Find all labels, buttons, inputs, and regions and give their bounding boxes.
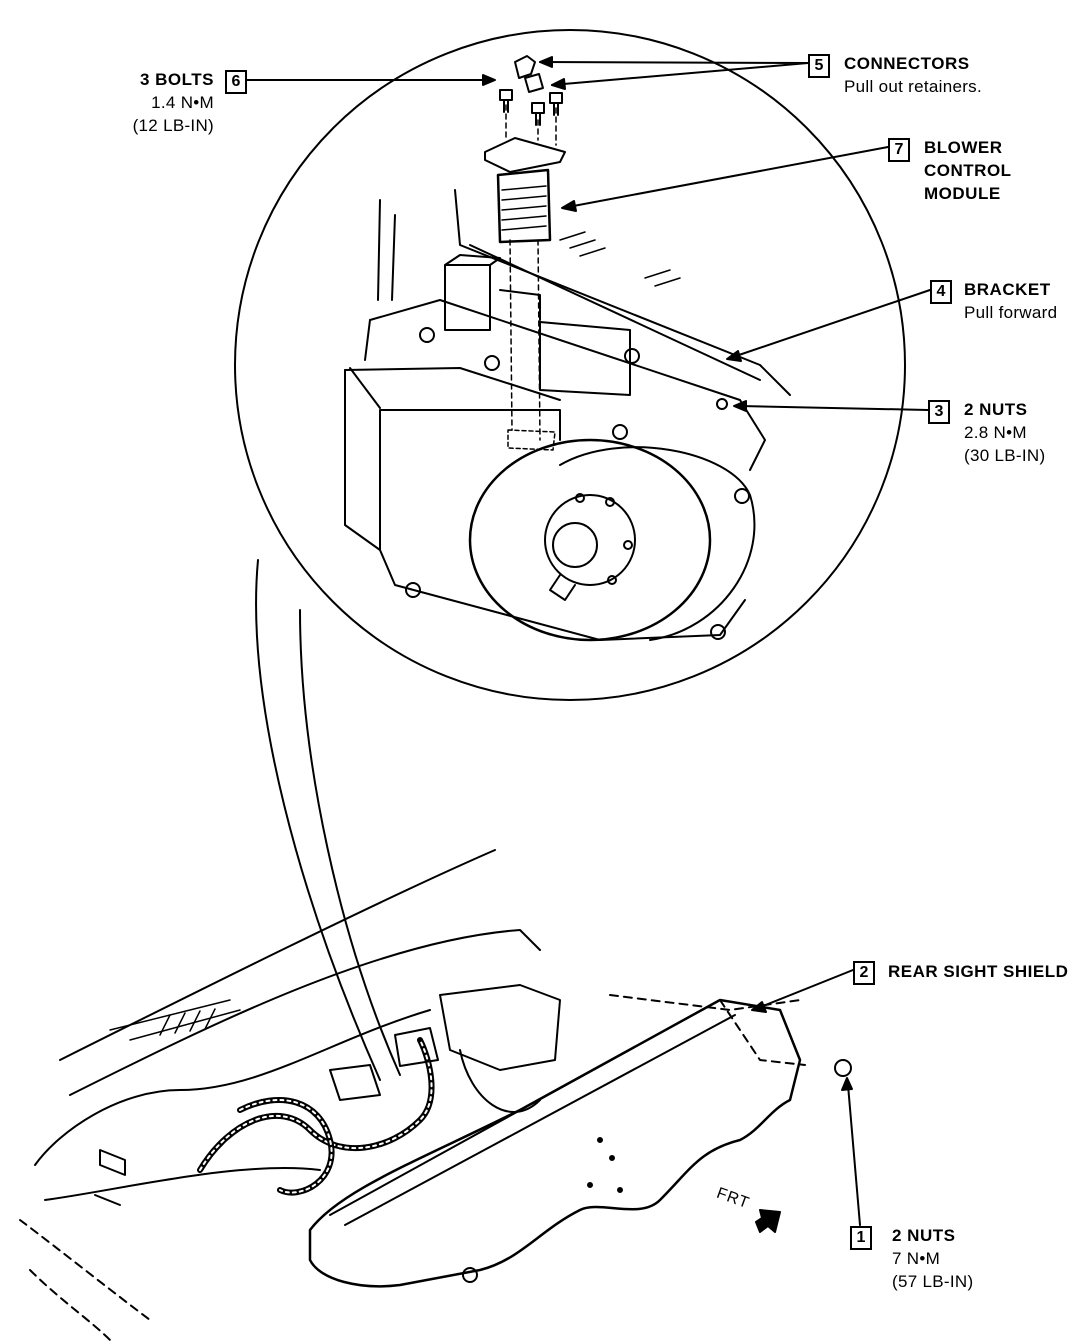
blower-assembly [344, 55, 791, 642]
callout-title: 2 NUTS [964, 400, 1028, 419]
callout-line: Pull forward [964, 303, 1058, 322]
callout-blower-control-module: BLOWER CONTROL MODULE [924, 136, 1012, 205]
callout-number-7: 7 [888, 138, 910, 162]
detail-magnifier-circle [234, 29, 906, 701]
callout-number-2: 2 [853, 961, 875, 985]
callout-nuts-lower: 2 NUTS 7 N•M (57 LB-IN) [892, 1224, 973, 1293]
callout-title: BRACKET [964, 280, 1051, 299]
callout-title: 3 BOLTS [139, 70, 214, 89]
callout-rear-sight-shield: REAR SIGHT SHIELD [888, 960, 1068, 983]
callout-line: 1.4 N•M [151, 93, 214, 112]
callout-number-1: 1 [850, 1226, 872, 1250]
callout-nuts-upper: 2 NUTS 2.8 N•M (30 LB-IN) [964, 398, 1045, 467]
callout-number-3: 3 [928, 400, 950, 424]
callout-bracket: BRACKET Pull forward [964, 278, 1057, 324]
callout-number-5: 5 [808, 54, 830, 78]
magnifier-leader-lines [255, 559, 401, 1081]
callout-line: (12 LB-IN) [132, 116, 214, 135]
engine-compartment [19, 849, 852, 1341]
callout-line: 7 N•M [892, 1249, 941, 1268]
callout-number-6: 6 [225, 70, 247, 94]
callout-line: Pull out retainers. [844, 77, 982, 96]
callout-title: CONNECTORS [844, 54, 970, 73]
callout-title: REAR SIGHT SHIELD [888, 962, 1069, 981]
callout-title: BLOWER [924, 138, 1003, 157]
callout-leaders [246, 56, 931, 1226]
callout-line: 2.8 N•M [964, 423, 1027, 442]
callout-line: MODULE [924, 184, 1001, 203]
callout-line: (30 LB-IN) [964, 446, 1046, 465]
callout-bolts: 3 BOLTS 1.4 N•M (12 LB-IN) [120, 68, 214, 137]
callout-line: (57 LB-IN) [892, 1272, 974, 1291]
callout-title: 2 NUTS [892, 1226, 956, 1245]
callout-line: CONTROL [924, 161, 1012, 180]
callout-connectors: CONNECTORS Pull out retainers. [844, 52, 982, 98]
callout-number-4: 4 [930, 280, 952, 304]
